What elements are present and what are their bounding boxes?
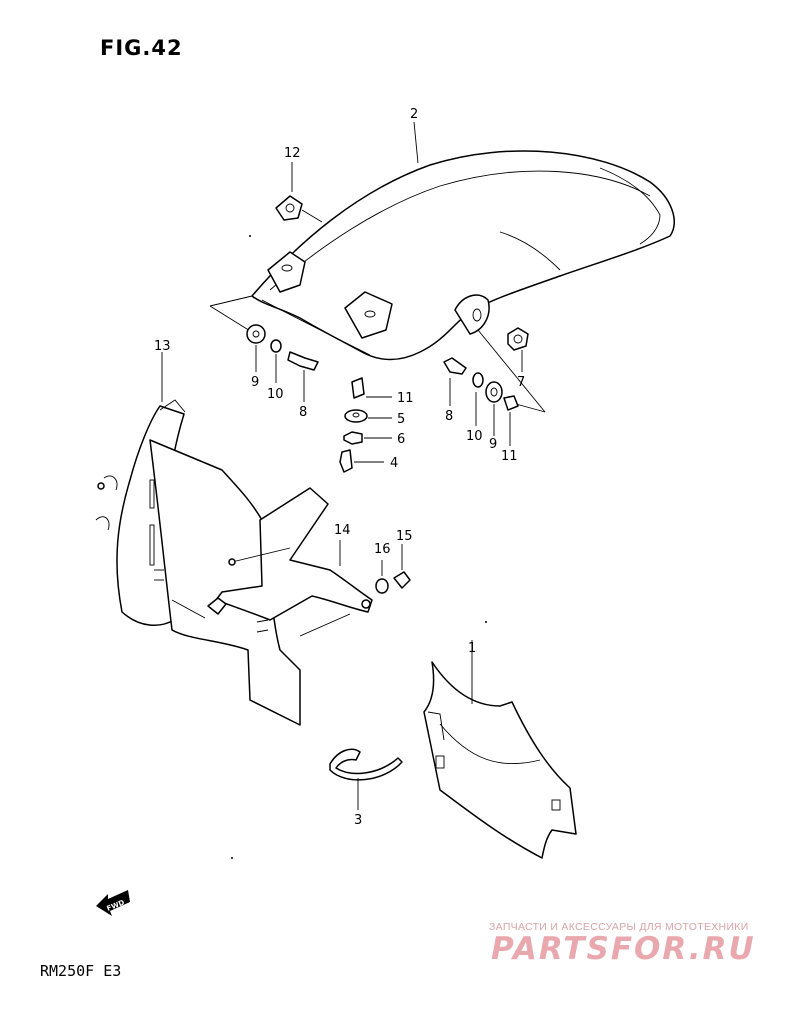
callout-5: 5 bbox=[397, 412, 405, 427]
callout-11-top: 11 bbox=[397, 391, 414, 406]
grommet-part-12 bbox=[275, 162, 323, 223]
callout-4: 4 bbox=[390, 456, 398, 471]
model-code: RM250F E3 bbox=[40, 962, 122, 980]
side-cover-part-13 bbox=[95, 352, 301, 726]
stray-dots bbox=[231, 235, 487, 859]
hardware-center bbox=[339, 377, 392, 473]
clamp-part-3 bbox=[329, 748, 403, 810]
watermark-logo: PARTSFOR.RU bbox=[491, 931, 756, 967]
fwd-arrow-group: FWD bbox=[96, 890, 130, 916]
callout-6: 6 bbox=[397, 432, 405, 447]
callout-8-left: 8 bbox=[299, 405, 307, 420]
hardware-15-16 bbox=[375, 544, 411, 594]
callout-2: 2 bbox=[410, 107, 418, 122]
callout-8-right: 8 bbox=[445, 409, 453, 424]
rear-fender-part-2 bbox=[209, 121, 675, 413]
callout-1: 1 bbox=[468, 641, 476, 656]
callout-9-left: 9 bbox=[251, 375, 259, 390]
hardware-right bbox=[443, 327, 529, 446]
hardware-left bbox=[246, 324, 319, 402]
mud-flap-part-1 bbox=[423, 640, 577, 859]
callout-16: 16 bbox=[374, 542, 391, 557]
callout-labels: 1 2 3 4 5 6 7 8 8 9 9 10 10 11 11 12 13 … bbox=[154, 107, 525, 828]
forward-arrow-icon bbox=[96, 890, 130, 916]
watermark-subtitle: ЗАПЧАСТИ И АКСЕССУАРЫ ДЛЯ МОТОТЕХНИКИ bbox=[489, 921, 749, 933]
callout-12: 12 bbox=[284, 146, 301, 161]
callout-3: 3 bbox=[354, 813, 362, 828]
callout-10-right: 10 bbox=[466, 429, 483, 444]
callout-14: 14 bbox=[334, 523, 351, 538]
callout-13: 13 bbox=[154, 339, 171, 354]
callout-10-left: 10 bbox=[267, 387, 284, 402]
callout-7: 7 bbox=[517, 375, 525, 390]
figure-title: FIG.42 bbox=[100, 36, 183, 60]
callout-11-right: 11 bbox=[501, 449, 518, 464]
callout-15: 15 bbox=[396, 529, 413, 544]
callout-9-right: 9 bbox=[489, 437, 497, 452]
bracket-part-14 bbox=[207, 487, 373, 637]
